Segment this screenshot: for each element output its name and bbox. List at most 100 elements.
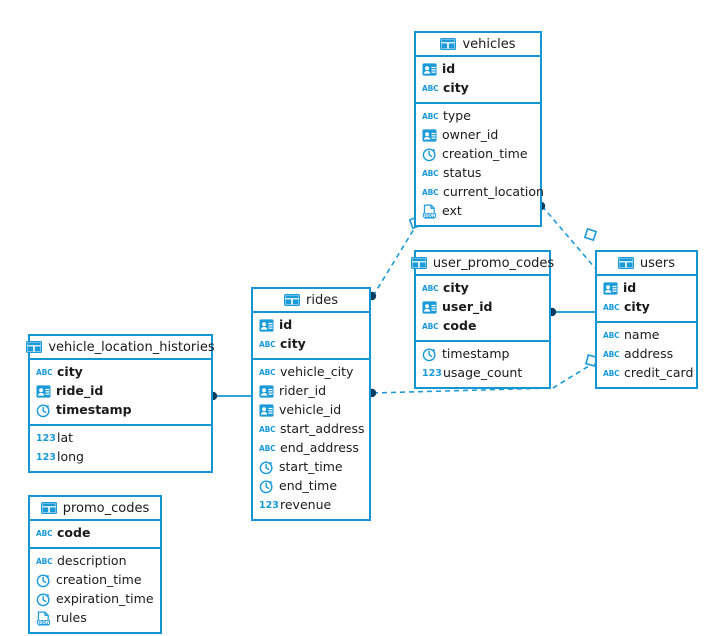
id-icon	[259, 319, 274, 332]
abc-icon: ABC	[422, 112, 439, 121]
column-name: revenue	[280, 497, 332, 513]
relationship-vehicle-location-histories-to-rides[interactable]	[208, 391, 251, 401]
column-name: ride_id	[56, 383, 104, 399]
abc-icon: ABC	[259, 425, 276, 434]
column-row[interactable]: start_time	[253, 458, 369, 477]
column-name: city	[57, 364, 83, 380]
column-row[interactable]: rider_id	[253, 382, 369, 401]
table-title: vehicle_location_histories	[48, 339, 215, 355]
column-row[interactable]: timestamp	[416, 345, 549, 364]
num-icon: 123	[259, 500, 279, 511]
column-name: rules	[56, 610, 87, 626]
column-row[interactable]: end_time	[253, 477, 369, 496]
column-name: address	[624, 346, 674, 362]
column-name: id	[623, 280, 637, 296]
table-header-user_promo_codes[interactable]: user_promo_codes	[410, 252, 554, 276]
column-row[interactable]: creation_time	[30, 571, 160, 590]
column-row[interactable]: JSON ext	[416, 202, 540, 221]
abc-icon: ABC	[603, 350, 620, 359]
column-name: end_time	[279, 478, 338, 494]
column-row[interactable]: ABC address	[597, 345, 696, 364]
table-header-vehicles[interactable]: vehicles	[416, 33, 540, 57]
column-name: id	[442, 61, 456, 77]
column-name: ext	[442, 203, 462, 219]
primary-key-row[interactable]: id	[253, 316, 369, 335]
table-grid-icon	[284, 294, 300, 306]
column-name: name	[624, 327, 660, 343]
column-row[interactable]: owner_id	[416, 126, 540, 145]
primary-key-row[interactable]: user_id	[416, 298, 549, 317]
num-icon: 123	[36, 433, 56, 444]
primary-key-block: ABC code	[30, 521, 160, 549]
json-icon: JSON	[423, 204, 437, 219]
primary-key-row[interactable]: ride_id	[30, 382, 211, 401]
column-row[interactable]: expiration_time	[30, 590, 160, 609]
table-title: users	[639, 255, 676, 271]
column-name: user_id	[442, 299, 493, 315]
table-title: user_promo_codes	[432, 255, 555, 271]
column-name: code	[57, 525, 91, 541]
column-name: creation_time	[442, 146, 528, 162]
column-name: expiration_time	[56, 591, 154, 607]
column-name: creation_time	[56, 572, 142, 588]
column-name: city	[443, 80, 469, 96]
primary-key-row[interactable]: timestamp	[30, 401, 211, 420]
primary-key-row[interactable]: id	[416, 60, 540, 79]
table-header-users[interactable]: users	[597, 252, 696, 276]
clock-icon	[259, 480, 273, 494]
abc-icon: ABC	[422, 188, 439, 197]
abc-icon: ABC	[603, 369, 620, 378]
clock-icon	[422, 348, 436, 362]
table-grid-icon	[40, 502, 57, 514]
column-row[interactable]: vehicle_id	[253, 401, 369, 420]
table-header-promo_codes[interactable]: promo_codes	[30, 497, 160, 521]
primary-key-row[interactable]: ABC code	[30, 524, 160, 543]
relationship-user-promo-codes-to-users[interactable]	[547, 307, 595, 317]
column-name: long	[57, 449, 84, 465]
clock-icon	[36, 404, 50, 418]
primary-key-row[interactable]: id	[597, 279, 696, 298]
table-header-vehicle_location_histories[interactable]: vehicle_location_histories	[26, 336, 215, 360]
column-name: id	[279, 317, 293, 333]
column-name: vehicle_city	[280, 364, 354, 380]
table-header-rides[interactable]: rides	[253, 289, 369, 313]
clock-icon	[36, 593, 50, 607]
abc-icon: ABC	[422, 322, 439, 331]
table-grid-icon	[410, 257, 427, 269]
column-row[interactable]: creation_time	[416, 145, 540, 164]
abc-icon: ABC	[36, 529, 53, 538]
table-title: rides	[306, 292, 338, 308]
abc-icon: ABC	[422, 169, 439, 178]
